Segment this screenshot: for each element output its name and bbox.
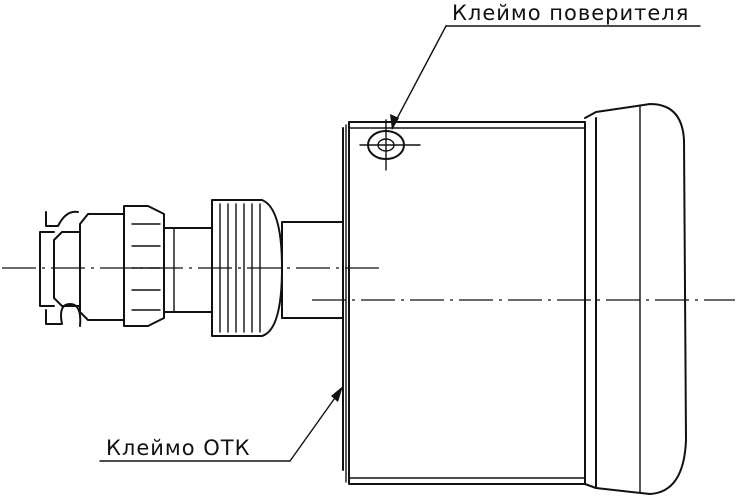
sleeve: [163, 227, 213, 313]
connector-head: [39, 205, 165, 327]
verifier-stamp-mark: [359, 119, 421, 171]
body-housing: [348, 121, 586, 485]
connector-socket: [79, 213, 125, 321]
otk-arrow-icon: [331, 386, 343, 402]
connector-clip-bottom: [45, 303, 82, 327]
front-bezel: [584, 103, 687, 495]
verifier-leader-line: [391, 25, 447, 129]
shaft: [281, 221, 344, 319]
verifier-stamp-leader: Клеймо поверителя: [390, 1, 701, 130]
connector-pin-block: [53, 231, 81, 307]
instrument-body: [342, 103, 687, 495]
otk-leader-line: [289, 387, 343, 462]
nut-outline: [211, 199, 283, 337]
connector-collar: [123, 205, 165, 327]
otk-stamp-label: Клеймо ОТК: [106, 436, 251, 460]
sleeve-outline: [163, 227, 213, 313]
connector-clip-top: [45, 210, 79, 227]
otk-stamp-leader: Клеймо ОТК: [99, 386, 343, 462]
verifier-stamp-label: Клеймо поверителя: [452, 1, 689, 25]
connector-tip: [39, 231, 55, 307]
knurled-nut: [211, 199, 283, 337]
nut-knurl-lines: [219, 203, 261, 333]
verifier-arrow-icon: [390, 114, 399, 130]
centerlines: [2, 267, 735, 301]
connector-ribs: [131, 223, 161, 311]
shaft-body: [281, 221, 344, 319]
